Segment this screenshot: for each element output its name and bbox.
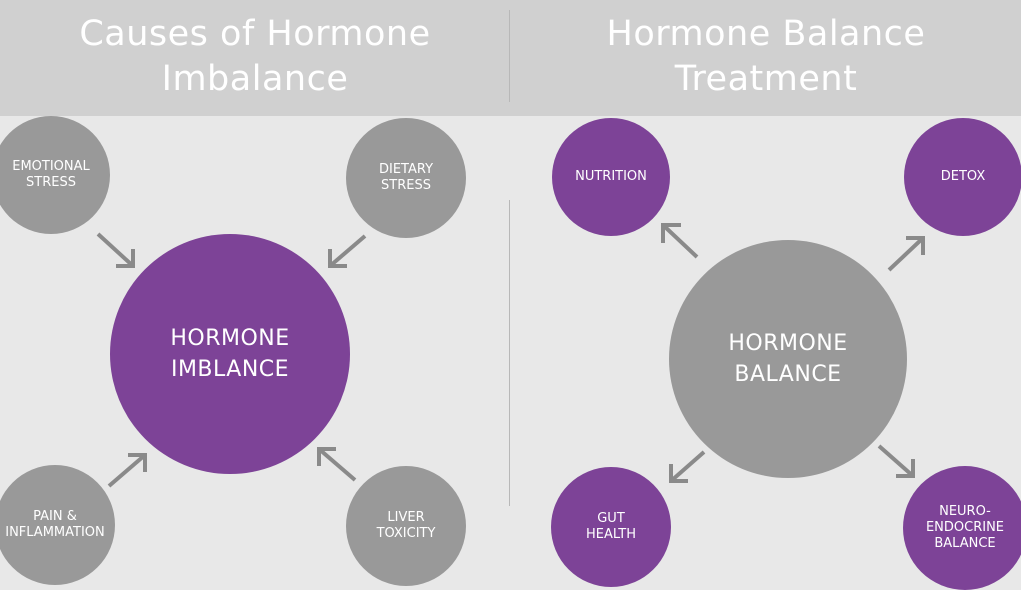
arrow-dietary-stress xyxy=(328,234,367,268)
liver-toxicity-node: LIVER TOXICITY xyxy=(346,466,466,586)
liver-toxicity-label: LIVER TOXICITY xyxy=(376,510,436,541)
nutrition-node: NUTRITION xyxy=(552,118,670,236)
detox-node: DETOX xyxy=(904,118,1021,236)
hormone-imbalance-node: HORMONE IMBLANCE xyxy=(110,234,350,474)
arrow-neuroendocrine xyxy=(877,444,915,478)
gut-health-label: GUT HEALTH xyxy=(585,511,637,542)
dietary-stress-node: DIETARY STRESS xyxy=(346,118,466,238)
panel-divider xyxy=(509,200,510,506)
hormone-balance-node: HORMONE BALANCE xyxy=(669,240,907,478)
neuroendocrine-balance-label: NEURO- ENDOCRINE BALANCE xyxy=(925,504,1005,551)
neuroendocrine-balance-node: NEURO- ENDOCRINE BALANCE xyxy=(903,466,1021,590)
arrow-nutrition xyxy=(661,223,699,259)
arrow-emotional-stress xyxy=(96,232,135,268)
arrow-detox xyxy=(887,236,925,272)
gut-health-node: GUT HEALTH xyxy=(551,467,671,587)
pain-inflammation-node: PAIN & INFLAMMATION xyxy=(0,465,115,585)
detox-label: DETOX xyxy=(940,169,986,184)
arrow-gut-health xyxy=(669,450,706,483)
dietary-stress-label: DIETARY STRESS xyxy=(378,162,434,193)
left-panel-title: Causes of Hormone Imbalance xyxy=(79,14,431,99)
arrow-pain-inflammation xyxy=(107,453,147,488)
emotional-stress-node: EMOTIONAL STRESS xyxy=(0,116,110,234)
right-panel-title: Hormone Balance Treatment xyxy=(606,14,926,99)
pain-inflammation-label: PAIN & INFLAMMATION xyxy=(5,509,105,540)
hormone-balance-label: HORMONE BALANCE xyxy=(728,331,848,387)
header-divider xyxy=(509,10,510,102)
arrow-liver-toxicity xyxy=(317,447,357,482)
header-bar xyxy=(0,0,1021,116)
nutrition-label: NUTRITION xyxy=(575,169,647,184)
emotional-stress-label: EMOTIONAL STRESS xyxy=(12,159,90,190)
hormone-imbalance-label: HORMONE IMBLANCE xyxy=(170,326,290,382)
